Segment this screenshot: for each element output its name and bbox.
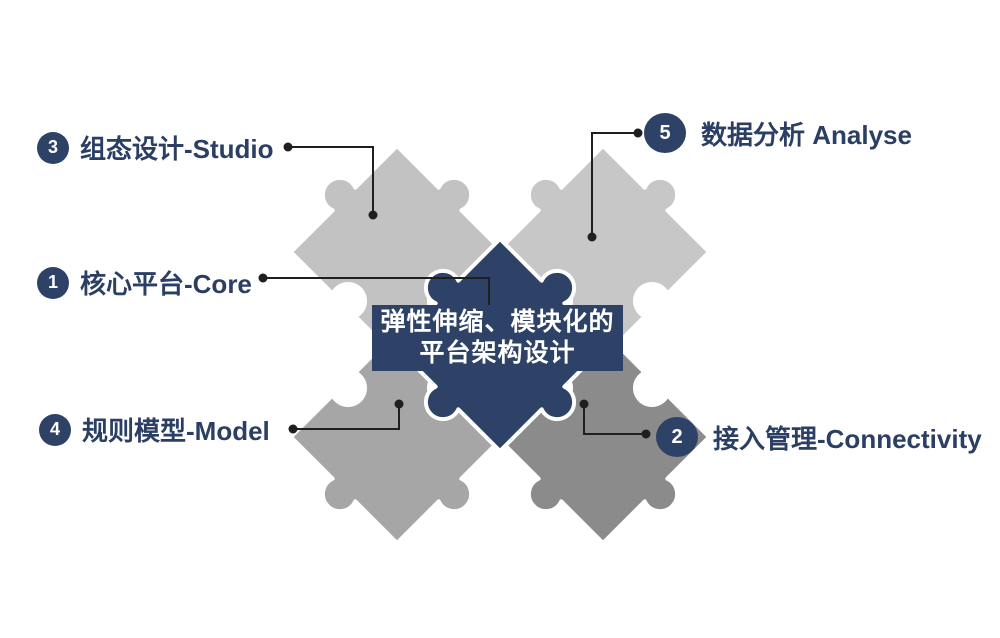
connector-dot [288, 424, 298, 434]
center-banner: 弹性伸缩、模块化的 平台架构设计 [372, 305, 623, 371]
number-badge-2: 2 [656, 417, 698, 457]
number-badge-3: 3 [37, 131, 69, 164]
legend-item-core: 1 核心平台-Core [37, 264, 252, 301]
connector-dot [368, 210, 378, 220]
connector-dot [579, 399, 589, 409]
legend-label-connectivity: 接入管理-Connectivity [713, 423, 982, 454]
legend-item-model: 4 规则模型-Model [39, 411, 270, 448]
connector-line-studio [288, 146, 374, 215]
connector-dot [641, 429, 651, 439]
connector-line-core [263, 277, 490, 307]
connector-dot [283, 142, 293, 152]
connector-dot [394, 399, 404, 409]
connector-line-analyse [591, 132, 638, 237]
connector-dot [633, 128, 643, 138]
legend-item-analyse: 5 数据分析 Analyse [644, 113, 912, 153]
number-badge-1: 1 [37, 266, 69, 299]
legend-label-model: 规则模型-Model [82, 416, 270, 446]
connector-line-connectivity [583, 404, 646, 435]
banner-line-1: 弹性伸缩、模块化的 [380, 308, 615, 336]
connector-dot [258, 273, 268, 283]
legend-label-analyse: 数据分析 Analyse [701, 119, 912, 150]
number-badge-4: 4 [39, 413, 71, 446]
legend-label-core: 核心平台-Core [80, 269, 252, 299]
legend-label-studio: 组态设计-Studio [80, 134, 274, 164]
legend-item-studio: 3 组态设计-Studio [37, 129, 274, 166]
connector-line-model [293, 404, 400, 430]
connector-dot [587, 232, 597, 242]
banner-line-2: 平台架构设计 [419, 339, 576, 367]
legend-item-connectivity: 2 接入管理-Connectivity [656, 417, 982, 457]
number-badge-5: 5 [644, 113, 686, 153]
